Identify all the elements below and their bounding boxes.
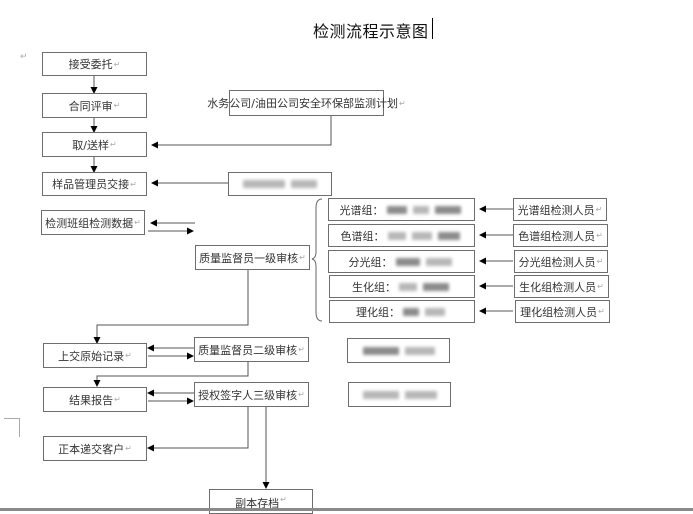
group-spectroscopy: 光谱组： [328,198,475,221]
step-label: 取/送样 [72,138,109,152]
group-brace [311,198,323,322]
staff-label: 生化组检测人员 [519,280,597,294]
staff-spectroscopy: 光谱组检测人员↵ [513,198,607,221]
step-contract-review: 合同评审↵ [42,93,147,118]
group-chromatography: 色谱组： [328,224,475,247]
paragraph-mark: ↵ [20,52,28,62]
audit-label: 授权签字人三级审核 [198,388,298,402]
arrow-level1-records [93,270,249,344]
step-label: 结果报告 [69,393,114,407]
archive-label: 副本存档 [235,497,280,510]
text-cursor [432,18,433,39]
group-name: 光谱组： [339,203,384,217]
step-label: 正本递交客户 [58,442,125,456]
arrow-level2-report [93,362,249,387]
monitoring-plan-box: 水务公司/油田公司安全环保部监测计划↵ [207,90,406,116]
redacted-level3-names [348,382,451,407]
step-sample-handover: 样品管理员交接↵ [42,172,147,196]
group-physicochemical: 理化组： [329,300,475,323]
step-accept-commission: 接受委托↵ [42,52,147,76]
step-label: 上交原始记录 [58,349,125,363]
audit-level-1: 质量监督员一级审核↵ [195,245,310,270]
redacted-level2-names [347,338,450,363]
staff-label: 色谱组检测人员 [518,229,596,243]
group-name: 理化组： [356,305,400,319]
group-name: 色谱组： [340,229,385,243]
step-label: 样品管理员交接 [52,178,130,191]
diagram-title: 检测流程示意图 [313,22,429,41]
staff-chromatography: 色谱组检测人员↵ [513,224,608,247]
staff-photometry: 分光组检测人员↵ [514,250,608,273]
staff-biochemistry: 生化组检测人员↵ [514,275,609,298]
step-label: 合同评审 [68,99,113,113]
audit-level-3: 授权签字人三级审核↵ [194,382,309,407]
group-name: 分光组： [348,255,393,269]
staff-physicochemical: 理化组检测人员↵ [515,300,610,323]
step-sampling: 取/送样↵ [42,132,147,157]
step-result-report: 结果报告↵ [43,387,147,412]
step-label: 接受委托 [68,58,113,71]
plan-label: 水务公司/油田公司安全环保部监测计划 [207,97,399,110]
group-photometry: 分光组： [328,250,475,273]
audit-level-2: 质量监督员二级审核↵ [194,337,309,362]
step-test-data: 检测班组检测数据↵ [41,210,145,235]
arrow-level3-deliver [147,407,249,452]
audit-label: 质量监督员一级审核 [199,251,299,265]
staff-label: 光谱组检测人员 [517,203,595,217]
arrow-plan-sampling [151,116,332,149]
step-label: 检测班组检测数据 [45,216,134,230]
redacted-handover-names [228,172,332,196]
group-biochemistry: 生化组： [329,275,475,298]
step-submit-records: 上交原始记录↵ [43,343,147,368]
audit-label: 质量监督员二级审核 [198,343,298,357]
step-deliver-original: 正本递交客户↵ [43,436,147,461]
group-name: 生化组： [352,280,396,294]
page-corner-marker [4,418,20,437]
staff-label: 分光组检测人员 [518,255,596,269]
page-bottom-edge [0,508,693,511]
staff-label: 理化组检测人员 [520,305,598,319]
